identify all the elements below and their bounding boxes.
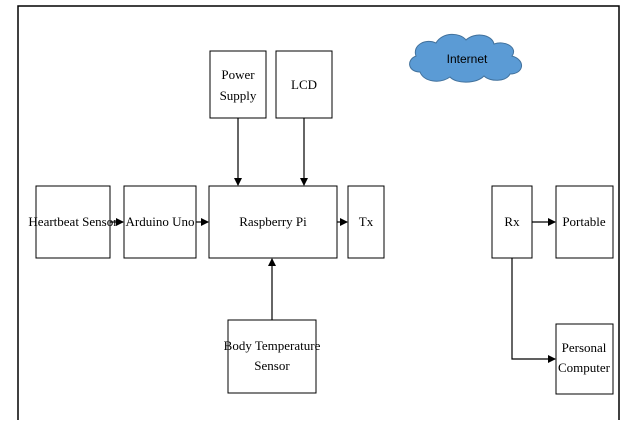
power-supply-label-line2: Supply	[220, 88, 257, 103]
rx-label: Rx	[504, 214, 520, 229]
lcd-box	[275, 50, 333, 119]
power-supply-block: Power Supply	[209, 50, 267, 119]
body-temperature-label-line1: Body Temperature	[224, 338, 321, 353]
heartbeat-sensor-box	[35, 185, 111, 259]
personal-computer-label-line2: Computer	[558, 360, 611, 375]
arduino-uno-label: Arduino Uno	[126, 214, 195, 229]
cloud-icon	[409, 33, 522, 83]
power-supply-box	[209, 50, 267, 119]
connectors	[110, 118, 556, 363]
heartbeat-sensor-block: Heartbeat Sensor	[28, 185, 118, 259]
lcd-label: LCD	[291, 77, 317, 92]
arduino-uno-block: Arduino Uno	[123, 185, 197, 259]
body-temperature-sensor-block: Body Temperature Sensor	[224, 319, 321, 394]
heartbeat-sensor-label: Heartbeat Sensor	[28, 214, 118, 229]
personal-computer-label-line1: Personal	[562, 340, 607, 355]
portable-label: Portable	[562, 214, 606, 229]
power-supply-label-line1: Power	[221, 67, 255, 82]
tx-block: Tx	[347, 185, 385, 259]
raspberry-pi-block: Raspberry Pi	[208, 185, 338, 259]
body-temperature-sensor-box	[227, 319, 317, 394]
internet-cloud: Internet	[409, 33, 522, 83]
arduino-uno-box	[123, 185, 197, 259]
tx-box	[347, 185, 385, 259]
rx-block: Rx	[491, 185, 533, 259]
body-temperature-label-line2: Sensor	[254, 358, 290, 373]
diagram-frame	[17, 5, 620, 420]
personal-computer-box	[555, 323, 614, 395]
personal-computer-block: Personal Computer	[555, 323, 614, 395]
tx-label: Tx	[359, 214, 374, 229]
portable-box	[555, 185, 614, 259]
raspberry-pi-label: Raspberry Pi	[239, 214, 307, 229]
internet-label: Internet	[447, 52, 488, 66]
arrow-rx-to-personal-computer	[511, 258, 556, 363]
portable-block: Portable	[555, 185, 614, 259]
lcd-block: LCD	[275, 50, 333, 119]
raspberry-pi-box	[208, 185, 338, 259]
